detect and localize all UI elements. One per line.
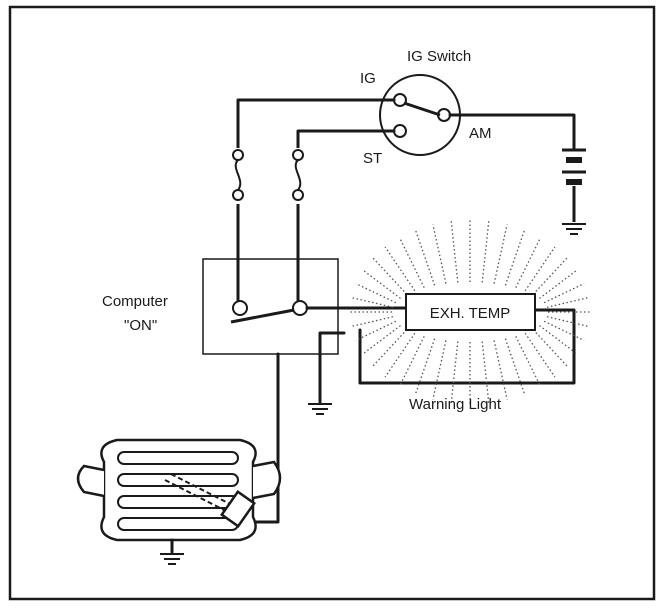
fuse-ig	[231, 148, 245, 204]
glow-ray	[543, 283, 585, 304]
glow-ray	[493, 340, 508, 400]
computer-state-label: "ON"	[124, 317, 157, 334]
glow-ray	[355, 283, 397, 304]
glow-ray	[539, 325, 578, 355]
glow-ray	[351, 316, 394, 328]
exhaust-sensor	[76, 438, 282, 554]
glow-ray	[504, 338, 526, 395]
warning-light-glow	[350, 220, 590, 404]
glow-ray	[539, 269, 578, 299]
wire-computer-ground	[318, 331, 346, 404]
glow-ray	[398, 336, 425, 387]
glow-ray	[384, 246, 416, 292]
battery-icon	[562, 148, 586, 222]
am-terminal-label: AM	[469, 125, 492, 142]
diagram-frame	[8, 5, 656, 601]
wire-to-sensor	[244, 352, 280, 524]
glow-ray	[432, 224, 447, 284]
glow-ray	[504, 229, 526, 286]
ig-terminal-label: IG	[360, 70, 376, 87]
glow-ray	[481, 341, 490, 403]
ground-icon-battery	[562, 223, 586, 235]
glow-ray	[515, 237, 542, 288]
glow-ray	[384, 332, 416, 378]
st-terminal-label: ST	[363, 150, 382, 167]
glow-ray	[372, 329, 408, 367]
wire-st	[296, 129, 396, 302]
glow-ray	[546, 316, 589, 328]
ig-switch	[379, 74, 461, 156]
exh-temp-lamp	[405, 293, 536, 331]
glow-ray	[532, 257, 568, 295]
glow-ray	[414, 338, 436, 395]
glow-ray	[493, 224, 508, 284]
computer-label: Computer	[102, 293, 168, 310]
glow-ray	[546, 296, 589, 308]
glow-ray	[414, 229, 436, 286]
fuse-st	[291, 148, 305, 204]
glow-ray	[351, 296, 394, 308]
warning-light-label: Warning Light	[409, 396, 502, 413]
wire-am	[448, 113, 576, 152]
ground-icon-computer	[308, 403, 332, 415]
glow-ray	[481, 221, 490, 283]
glow-ray	[515, 336, 542, 387]
glow-ray	[355, 320, 397, 341]
glow-ray	[543, 320, 585, 341]
glow-ray	[532, 329, 568, 367]
exh-temp-label: EXH. TEMP	[430, 305, 511, 322]
glow-ray	[372, 257, 408, 295]
ig-switch-label: IG Switch	[407, 48, 471, 65]
ground-icon-sensor	[160, 553, 184, 565]
glow-ray	[398, 237, 425, 288]
glow-ray	[450, 221, 459, 283]
wire-light-return	[358, 308, 576, 385]
glow-ray	[432, 340, 447, 400]
wire-ig	[236, 98, 396, 302]
glow-ray	[362, 325, 401, 355]
glow-ray	[524, 246, 556, 292]
glow-ray	[450, 341, 459, 403]
glow-ray	[362, 269, 401, 299]
glow-ray	[524, 332, 556, 378]
